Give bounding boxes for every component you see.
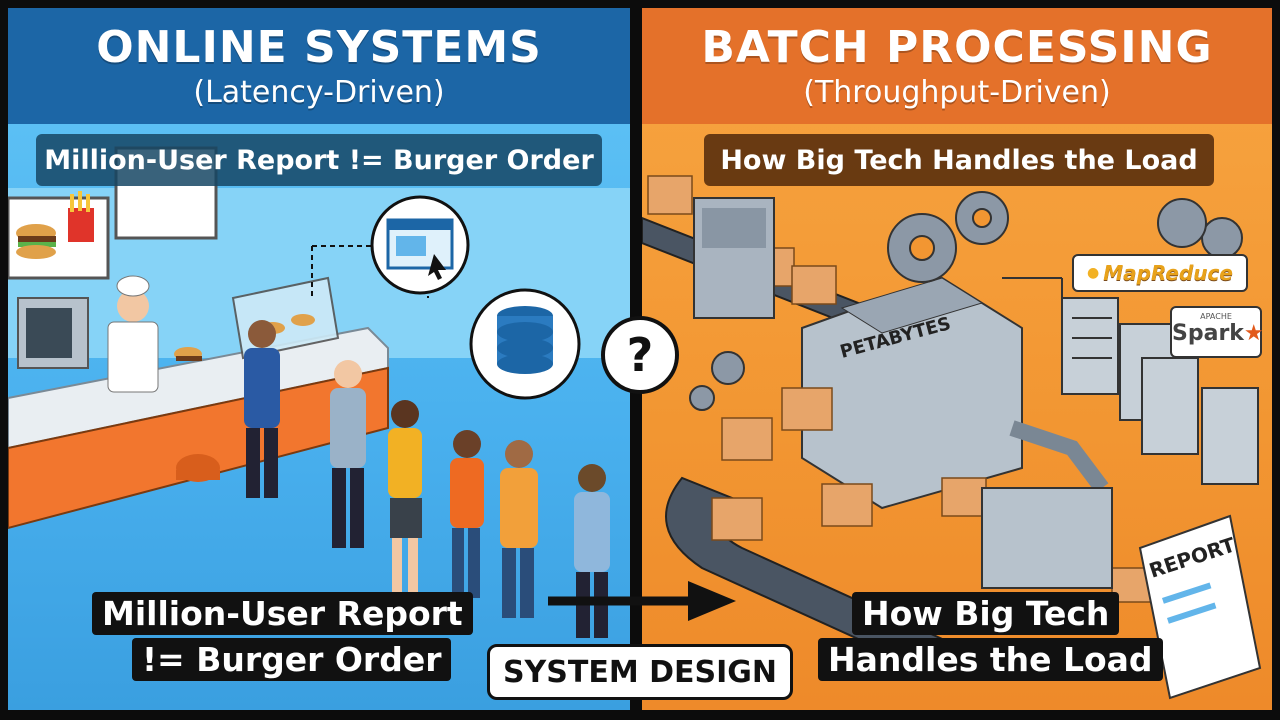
question-mark-icon: ? xyxy=(601,316,679,394)
browser-icon xyxy=(370,195,470,295)
factory-illustration: PETABYTES REPORT xyxy=(642,175,1262,700)
right-header: BATCH PROCESSING (Throughput-Driven) xyxy=(642,8,1272,124)
server-racks xyxy=(1061,297,1259,485)
database-icon xyxy=(469,288,581,400)
left-tagline: Million-User Report != Burger Order xyxy=(36,134,602,186)
spark-label: Spark★ xyxy=(1172,321,1264,346)
right-caption-line1: How Big Tech xyxy=(852,592,1120,635)
spark-logo: APACHE Spark★ xyxy=(1170,306,1264,358)
right-tagline: How Big Tech Handles the Load xyxy=(704,134,1214,186)
burger-shop-illustration xyxy=(8,146,630,638)
left-subtitle: (Latency-Driven) xyxy=(193,75,445,110)
left-title: ONLINE SYSTEMS xyxy=(96,22,542,73)
batch-processing-panel: PETABYTES REPORT xyxy=(642,8,1272,710)
right-title: BATCH PROCESSING xyxy=(701,22,1213,73)
gear-icons xyxy=(689,191,1243,411)
right-caption-line2: Handles the Load xyxy=(818,638,1163,681)
chef-figure xyxy=(117,290,149,322)
customer-queue xyxy=(244,320,610,638)
star-icon: ★ xyxy=(1243,321,1264,346)
system-design-badge: SYSTEM DESIGN xyxy=(487,644,793,700)
elephant-icon: ● xyxy=(1087,265,1100,281)
report-document: REPORT xyxy=(1138,514,1262,700)
right-subtitle: (Throughput-Driven) xyxy=(803,75,1111,110)
left-header: ONLINE SYSTEMS (Latency-Driven) xyxy=(8,8,630,124)
spark-top-label: APACHE xyxy=(1200,312,1232,321)
right-arrow-icon xyxy=(548,581,736,621)
left-caption-line1: Million-User Report xyxy=(92,592,473,635)
online-systems-panel: ONLINE SYSTEMS (Latency-Driven) Million-… xyxy=(8,8,630,710)
left-caption-line2: != Burger Order xyxy=(132,638,452,681)
output-machine xyxy=(981,487,1113,589)
mapreduce-logo: ● MapReduce xyxy=(1072,254,1248,292)
mapreduce-label: MapReduce xyxy=(1103,261,1233,285)
